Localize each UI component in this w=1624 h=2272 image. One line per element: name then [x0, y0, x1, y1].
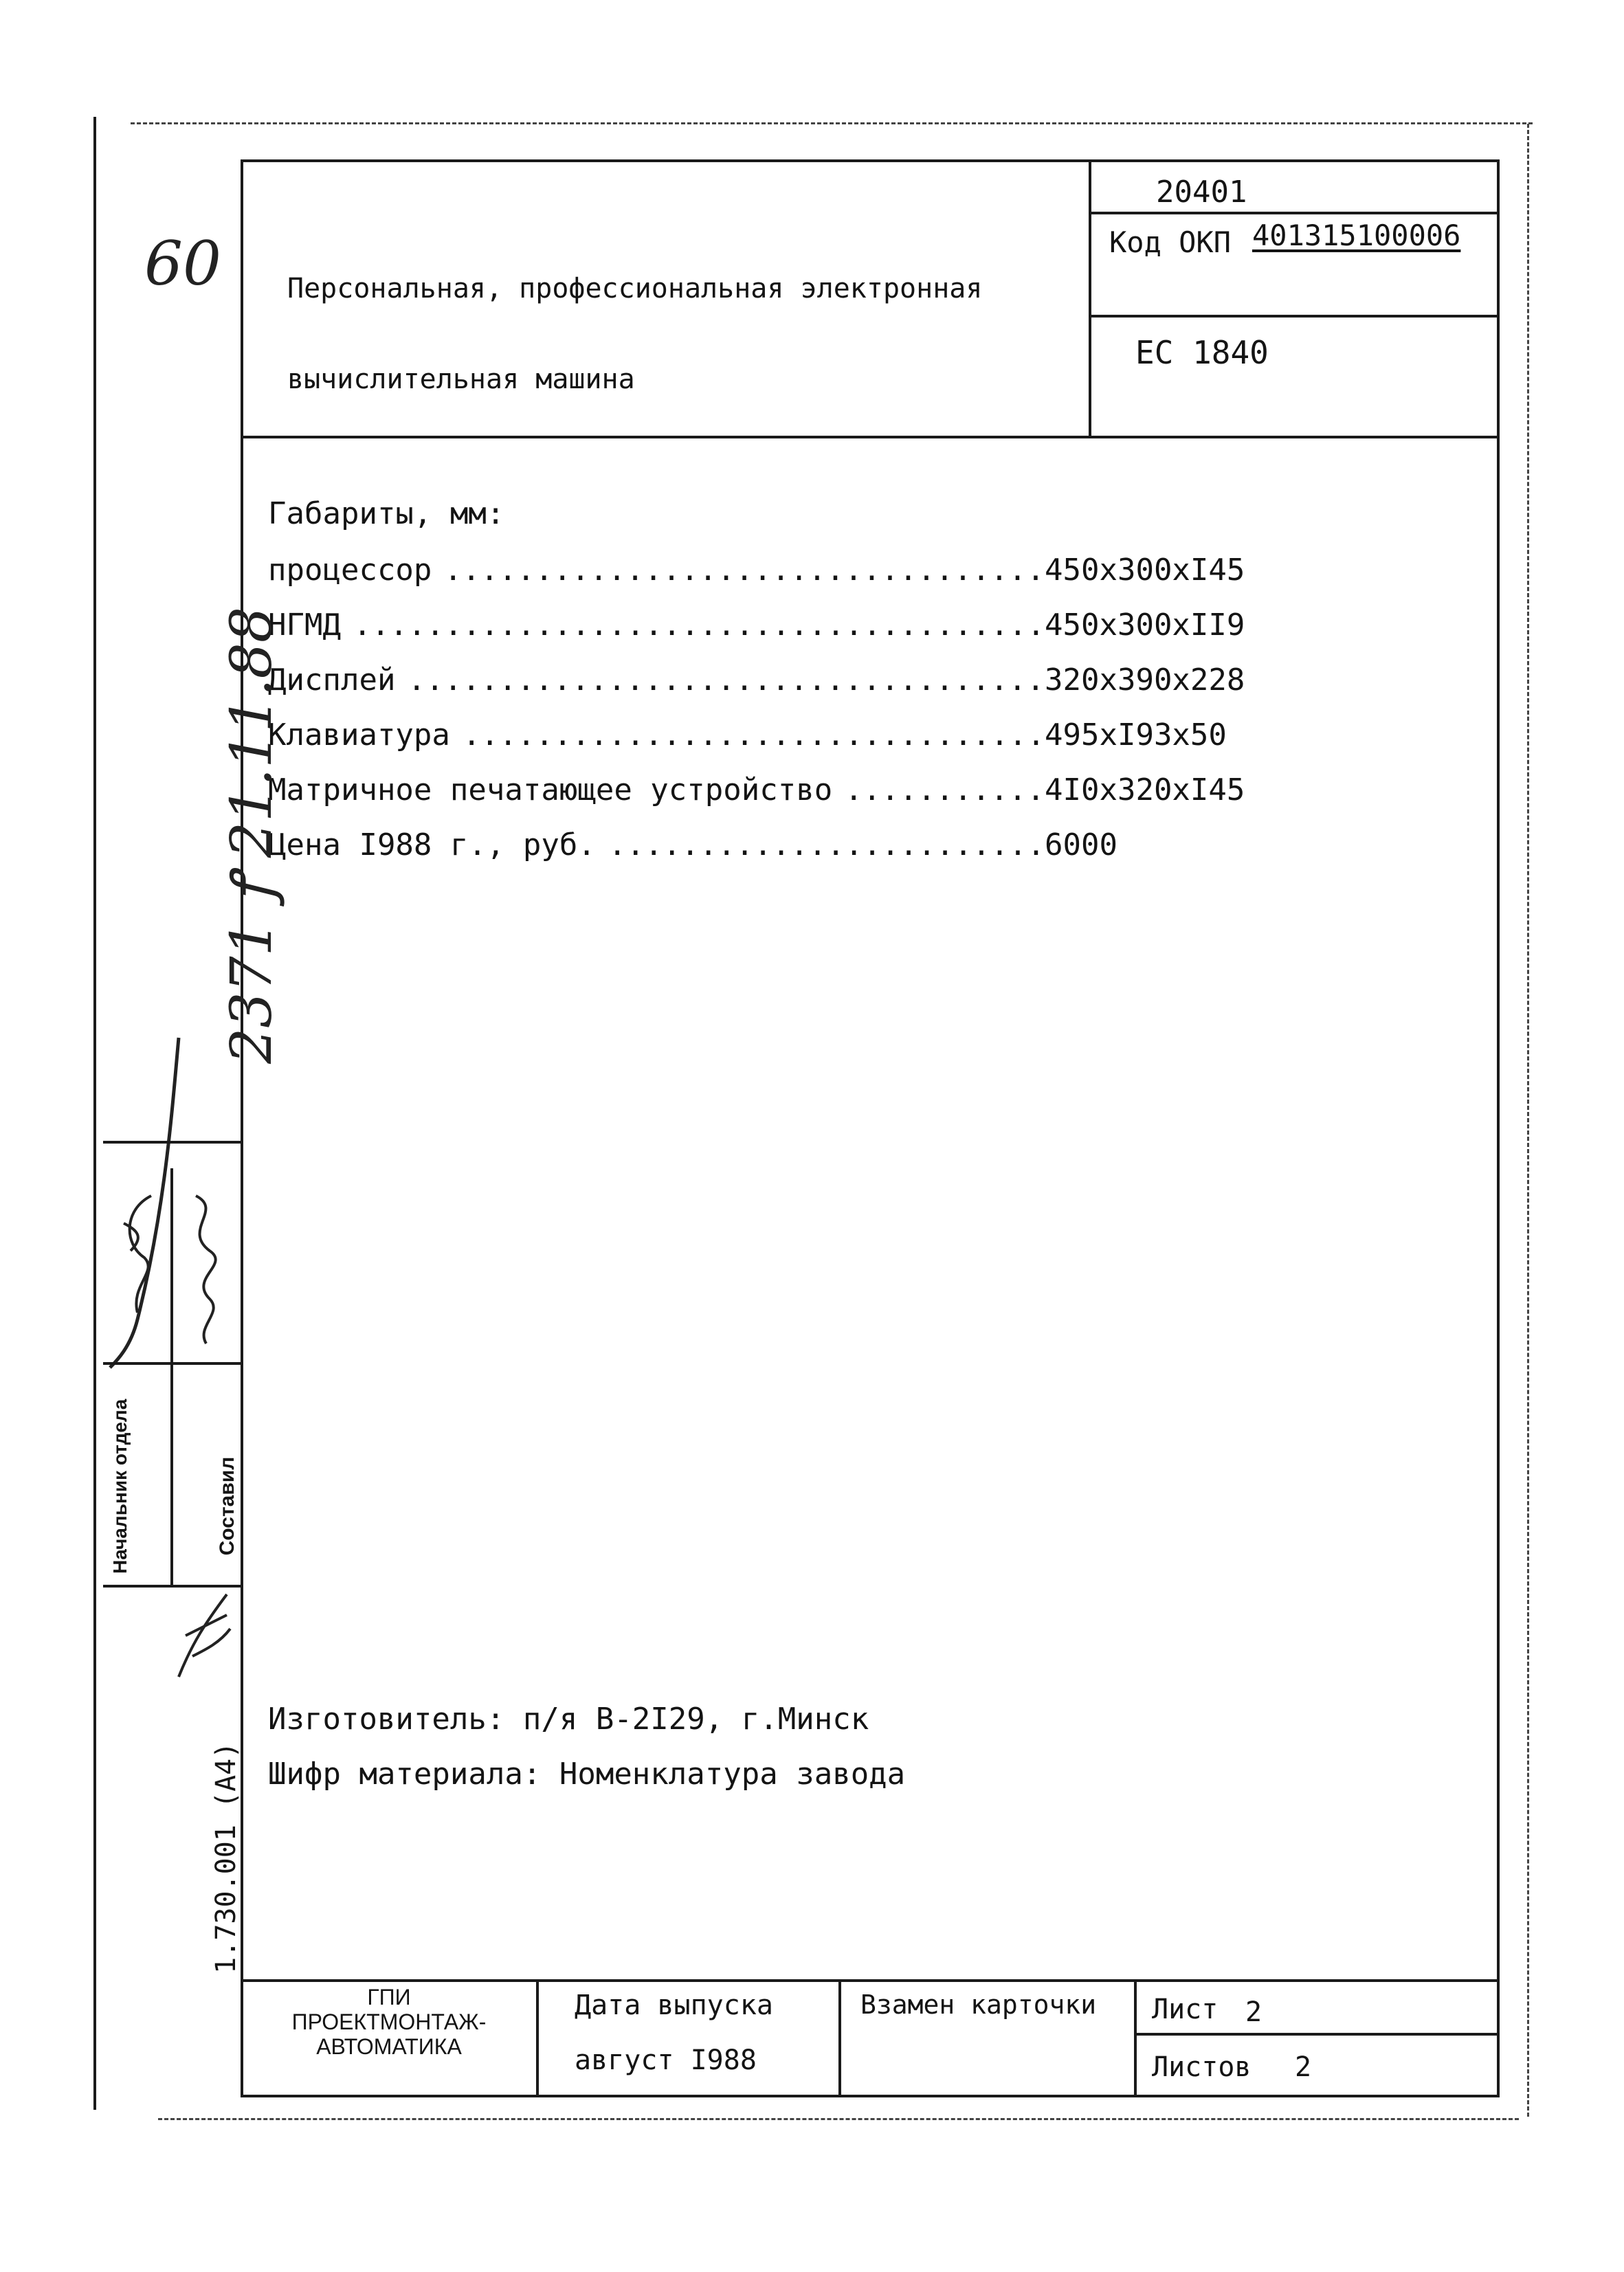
stamp-divider: [170, 1168, 173, 1588]
leader-dots: ........................................…: [444, 554, 1042, 587]
product-title-line2: вычислительная машина: [287, 364, 635, 395]
org-line3: АВТОМАТИКА: [316, 2034, 462, 2059]
stamp-author-label: Составил: [216, 1456, 238, 1556]
sheet-label: Лист: [1152, 1994, 1219, 2025]
footer-top-line: [241, 1979, 1500, 1982]
spec-label: Клавиатура: [268, 717, 450, 753]
sheets-label: Листов: [1152, 2051, 1252, 2083]
outer-bottom-border: [158, 2118, 1519, 2120]
material-code: Шифр материала: Номенклатура завода: [268, 1757, 906, 1792]
leader-dots: ........................................…: [845, 774, 1042, 807]
spec-value: 6000: [1045, 827, 1117, 862]
spec-row: НГМД....................................…: [268, 609, 1265, 642]
spec-value: 450x300xI45: [1045, 553, 1245, 588]
sheet-value: 2: [1245, 1996, 1263, 2028]
code-divider-2: [1089, 315, 1500, 318]
outer-left-border: [93, 117, 96, 2110]
product-title: Персональная, профессиональная электронн…: [287, 213, 982, 425]
model-code: ЕС 1840: [1135, 334, 1269, 371]
specs-heading: Габариты, мм:: [268, 496, 505, 531]
lower-signature-icon: [177, 1593, 232, 1678]
author-signature-icon: [195, 1194, 217, 1345]
spec-label: процессор: [268, 553, 432, 588]
spec-row: Клавиатура..............................…: [268, 719, 1265, 752]
group-code: 20401: [1156, 175, 1247, 210]
spec-row: Матричное печатающее устройство.........…: [268, 774, 1265, 807]
signature-initials-icon: ꝭ: [219, 858, 285, 903]
footer-sheet-divider: [1134, 2033, 1500, 2036]
release-label: Дата выпуска: [575, 1990, 773, 2021]
code-divider-1: [1089, 212, 1500, 214]
spec-row: процессор...............................…: [268, 554, 1265, 587]
page-number: 60: [144, 228, 221, 299]
footer-divider-1: [536, 1979, 539, 2097]
footer-divider-2: [838, 1979, 841, 2097]
signature-stroke-icon: [109, 1037, 181, 1369]
spec-value: 495xI93x50: [1045, 717, 1227, 753]
spec-label: Матричное печатающее устройство: [268, 772, 833, 808]
head-signature-icon: [123, 1194, 152, 1313]
leader-dots: ........................................…: [463, 719, 1042, 752]
spec-row: Цена I988 г., руб.......................…: [268, 829, 1265, 862]
sheet-format: 1.730.001 (A4): [210, 1741, 242, 1974]
manufacturer: Изготовитель: п/я В-2I29, г.Минск: [268, 1702, 869, 1737]
release-value: август I988: [575, 2045, 757, 2076]
spec-label: Цена I988 г., руб.: [268, 827, 596, 862]
footer-divider-3: [1134, 1979, 1137, 2097]
replace-label: Взамен карточки: [860, 1990, 1097, 2020]
card-frame: [241, 159, 1500, 2097]
outer-right-border: [1527, 124, 1529, 2117]
sheets-value: 2: [1295, 2051, 1312, 2083]
leader-dots: ........................................…: [608, 829, 1042, 862]
outer-top-border: [131, 122, 1533, 124]
spec-label: НГМД: [268, 608, 341, 643]
stamp-head-label: Начальник отдела: [109, 1399, 131, 1574]
org-name: ГПИ ПРОЕКТМОНТАЖ- АВТОМАТИКА: [242, 1985, 536, 2059]
leader-dots: ........................................…: [353, 609, 1042, 642]
spec-row: Дисплей.................................…: [268, 664, 1265, 697]
header-divider: [1089, 159, 1091, 437]
org-line2: ПРОЕКТМОНТАЖ-: [291, 2009, 487, 2034]
inventory-number: 2371: [219, 902, 285, 1064]
stamp-mid-line: [103, 1362, 241, 1365]
okp-code: 401315100006: [1252, 219, 1461, 252]
product-title-line1: Персональная, профессиональная электронн…: [287, 273, 983, 304]
spec-value: 450x300xII9: [1045, 608, 1245, 643]
okp-label: Код ОКП: [1109, 225, 1232, 259]
header-bottom-line: [241, 436, 1500, 438]
spec-value: 4I0x320xI45: [1045, 772, 1245, 808]
org-line1: ГПИ: [367, 1985, 411, 2009]
spec-value: 320x390x228: [1045, 662, 1245, 698]
spec-label: Дисплей: [268, 662, 396, 698]
inventory-note: 2371 ꝭ 21.11.88: [146, 607, 288, 1100]
inventory-date: 21.11.88: [219, 607, 285, 858]
leader-dots: ........................................…: [408, 664, 1042, 697]
